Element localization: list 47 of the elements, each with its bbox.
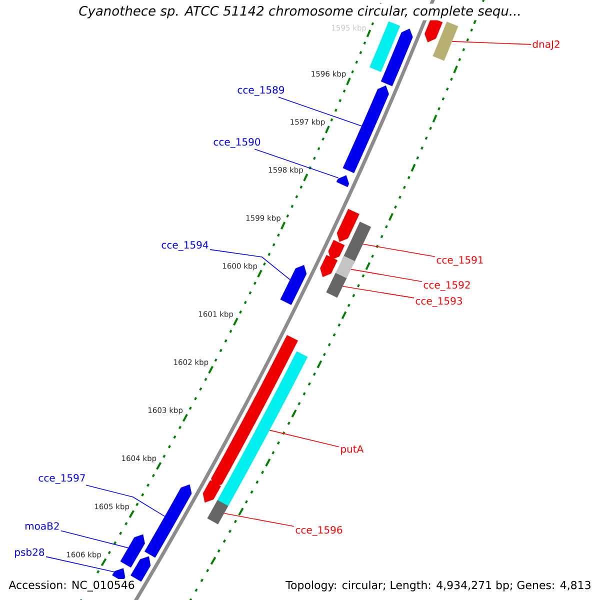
gene-feature <box>336 175 350 188</box>
gene-label: dnaJ2 <box>532 40 560 50</box>
gene-feature <box>280 265 307 305</box>
gene-feature <box>328 240 345 260</box>
gene-label: cce_1592 <box>424 281 470 291</box>
leader-line <box>362 244 436 258</box>
gene-label: cce_1591 <box>436 256 483 266</box>
gene-label: psb28 <box>15 548 44 558</box>
gene-label: cce_1596 <box>296 526 342 536</box>
leader-line <box>210 249 290 280</box>
footer-text: Topology: circular; Length: 4,934,271 bp; Genes: 4,813 <box>284 579 593 593</box>
gene-feature <box>380 28 413 86</box>
leader-line <box>254 148 339 178</box>
gene-label: putA <box>341 445 364 455</box>
leader-line <box>224 513 294 527</box>
leader-line <box>342 286 414 298</box>
gene-label: moaB2 <box>26 522 59 530</box>
gene-feature <box>207 500 228 524</box>
gene-feature <box>112 568 126 582</box>
leader-line <box>269 430 340 448</box>
footer-text: Accession: NC_010546 <box>7 579 136 593</box>
gene-feature <box>334 256 355 281</box>
leader-line <box>452 41 532 45</box>
gene-label: cce_1594 <box>162 241 208 251</box>
leader-line <box>46 556 114 572</box>
gene-label: cce_1593 <box>416 297 462 307</box>
gene-label: cce_1589 <box>238 86 284 96</box>
gene-feature <box>370 21 400 72</box>
gene-feature <box>211 335 298 488</box>
gene-label: cce_1590 <box>214 138 260 148</box>
gene-feature <box>336 208 360 242</box>
leader-line <box>86 484 166 517</box>
gene-feature <box>144 484 192 558</box>
gene-feature <box>424 18 443 42</box>
gene-feature <box>326 272 347 298</box>
gene-feature <box>342 85 389 174</box>
gene-label: cce_1597 <box>38 474 85 484</box>
leader-line <box>278 96 362 126</box>
gene-feature <box>217 351 308 506</box>
title: Cyanothece sp. ATCC 51142 chromosome circular, complete sequ... <box>76 4 524 20</box>
gene-feature <box>202 480 221 503</box>
leader-line <box>350 268 422 282</box>
gene-feature <box>320 254 338 278</box>
gene-feature <box>432 22 458 61</box>
gene-feature <box>130 556 151 582</box>
leader-line <box>60 530 128 548</box>
gene-feature <box>120 534 145 568</box>
